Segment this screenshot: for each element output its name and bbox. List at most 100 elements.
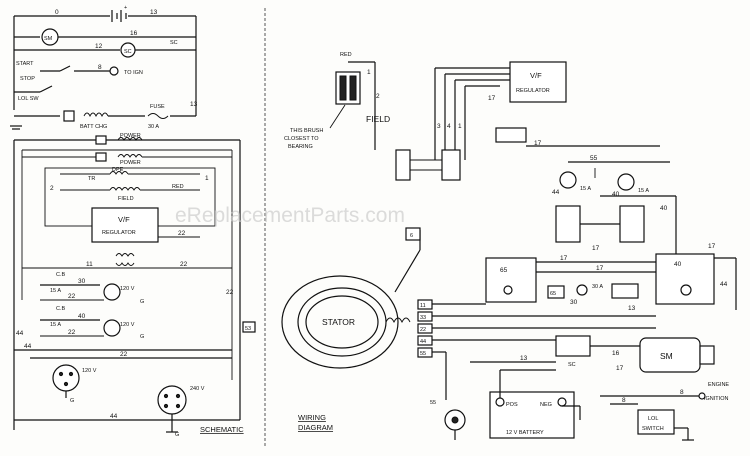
positive-terminal-label: POS <box>506 402 518 408</box>
wire-label: 22 <box>180 261 188 268</box>
start-label: START <box>16 61 34 67</box>
ground-label: G <box>175 432 179 438</box>
fuse-label: FUSE <box>150 104 165 110</box>
stator-lead-label: 22 <box>420 327 426 333</box>
terminal-label: 53 <box>245 326 251 332</box>
wire-label: 40 <box>78 313 86 320</box>
wire-label: 8 <box>622 397 626 404</box>
terminal-53 <box>242 321 256 333</box>
starter-motor-label: SM <box>660 351 673 361</box>
wire-label: 4 <box>447 123 451 130</box>
wire-label: 8 <box>680 389 684 396</box>
solenoid-label: SC <box>568 362 576 368</box>
wire-label: 2 <box>376 93 380 100</box>
negative-terminal-label: NEG <box>540 402 552 408</box>
stator-housing <box>281 275 399 369</box>
stator-lead-label: 44 <box>420 339 426 345</box>
vf-regulator <box>509 61 567 103</box>
wire-label: 17 <box>534 140 542 147</box>
battery-charge-terminal <box>611 283 639 299</box>
wire-label: 13 <box>190 101 198 108</box>
stator-lead-label: 11 <box>420 303 426 309</box>
breaker-rating-label: 30 A <box>592 284 603 290</box>
wire-label: 13 <box>150 9 158 16</box>
wire-label: 22 <box>226 289 234 296</box>
tr-label: TR <box>88 176 95 182</box>
brush-note: THIS BRUSH <box>290 128 323 134</box>
wire-label: 55 <box>590 155 598 162</box>
schematic-vf-regulator <box>91 207 159 243</box>
brush-note: CLOSEST TO <box>284 136 319 142</box>
terminal-label: 65 <box>550 291 556 297</box>
wire-label: 22 <box>68 293 76 300</box>
wire-label: 44 <box>16 330 24 337</box>
wiring-section: RED FIELD THIS BRUSH CLOSEST TO BEARING … <box>281 52 737 441</box>
solenoid-label: SC <box>170 40 178 46</box>
wire-label: 1 <box>367 69 371 76</box>
wire-label: 17 <box>560 255 568 262</box>
wire-label: 44 <box>24 343 32 350</box>
stator-winding <box>385 317 411 324</box>
receptacle-panel-240v <box>655 253 715 305</box>
breaker-rating-label: 15 A <box>580 186 591 192</box>
terminal-65 <box>547 285 565 299</box>
svg-text:+: + <box>124 5 127 11</box>
fuse-rating-label: 30 A <box>148 124 159 130</box>
breaker-30a <box>576 284 588 296</box>
dpe-winding-label: DPE <box>112 167 124 173</box>
wire-label: 17 <box>592 245 600 252</box>
red-wire-label: RED <box>172 184 184 190</box>
wire-label: 11 <box>86 261 93 268</box>
wire-label: 8 <box>98 64 102 71</box>
lol-switch-label: SWITCH <box>642 426 664 432</box>
power-winding-label: POWER <box>120 133 141 139</box>
ground-label: G <box>140 299 144 305</box>
engine-ignition-label: ENGINE <box>708 382 729 388</box>
breaker-15a-b <box>617 173 635 191</box>
outlet-120v-b <box>103 319 121 337</box>
regulator-label: REGULATOR <box>102 230 136 236</box>
battery-label: 12 V BATTERY <box>506 430 544 436</box>
receptacle-240v <box>157 385 187 415</box>
wire-label: 44 <box>720 281 728 288</box>
receptacle-voltage-label: 120 V <box>82 368 97 374</box>
to-ignition-label: TO IGN <box>124 70 143 76</box>
wire-label: 0 <box>55 9 59 16</box>
wire-label: 13 <box>628 305 636 312</box>
wire-label: 30 <box>78 278 86 285</box>
breaker-rating-label: 15 A <box>50 322 61 328</box>
ground-label: G <box>70 398 74 404</box>
wire-label: 40 <box>612 191 620 198</box>
wire-label: 40 <box>660 205 668 212</box>
battery-charge-label: BATT CHG <box>80 124 107 130</box>
terminal-block-a <box>395 149 411 181</box>
wire-label: 2 <box>50 185 54 192</box>
wire-label: 40 <box>674 261 682 268</box>
wire-label: 13 <box>520 355 528 362</box>
wire-label: 6 <box>410 233 413 239</box>
wire-label: 12 <box>95 43 103 50</box>
wire-label: 22 <box>178 230 186 237</box>
lol-switch-label: LOL SW <box>18 96 39 102</box>
wire-label: 3 <box>437 123 441 130</box>
breaker-15a-a <box>559 171 577 189</box>
receptacle-panel-120v <box>485 257 537 303</box>
regulator-label: REGULATOR <box>516 88 550 94</box>
solenoid-coil-label: SC <box>124 49 132 55</box>
starter-motor-label: SM <box>44 36 53 42</box>
circuit-breaker-label: C.B <box>56 306 66 312</box>
schematic-section: + 0 13 SM 16 SC SC 12 START 8 TO IGN STO… <box>10 5 256 438</box>
battery-symbol: + <box>111 5 127 22</box>
stator-lead-terminals: 11 33 22 44 55 <box>417 299 433 358</box>
breaker-rating-label: 15 A <box>638 188 649 194</box>
field-label: FIELD <box>366 114 390 124</box>
wire-label: 44 <box>110 413 118 420</box>
stop-label: STOP <box>20 76 35 82</box>
stator-lead-label: 33 <box>420 315 426 321</box>
power-winding-label: POWER <box>120 160 141 166</box>
watermark: eReplacementParts.com <box>175 204 405 227</box>
wire-label: 65 <box>500 267 508 274</box>
receptacle-b <box>619 205 645 243</box>
receptacle-voltage-label: 240 V <box>190 386 205 392</box>
